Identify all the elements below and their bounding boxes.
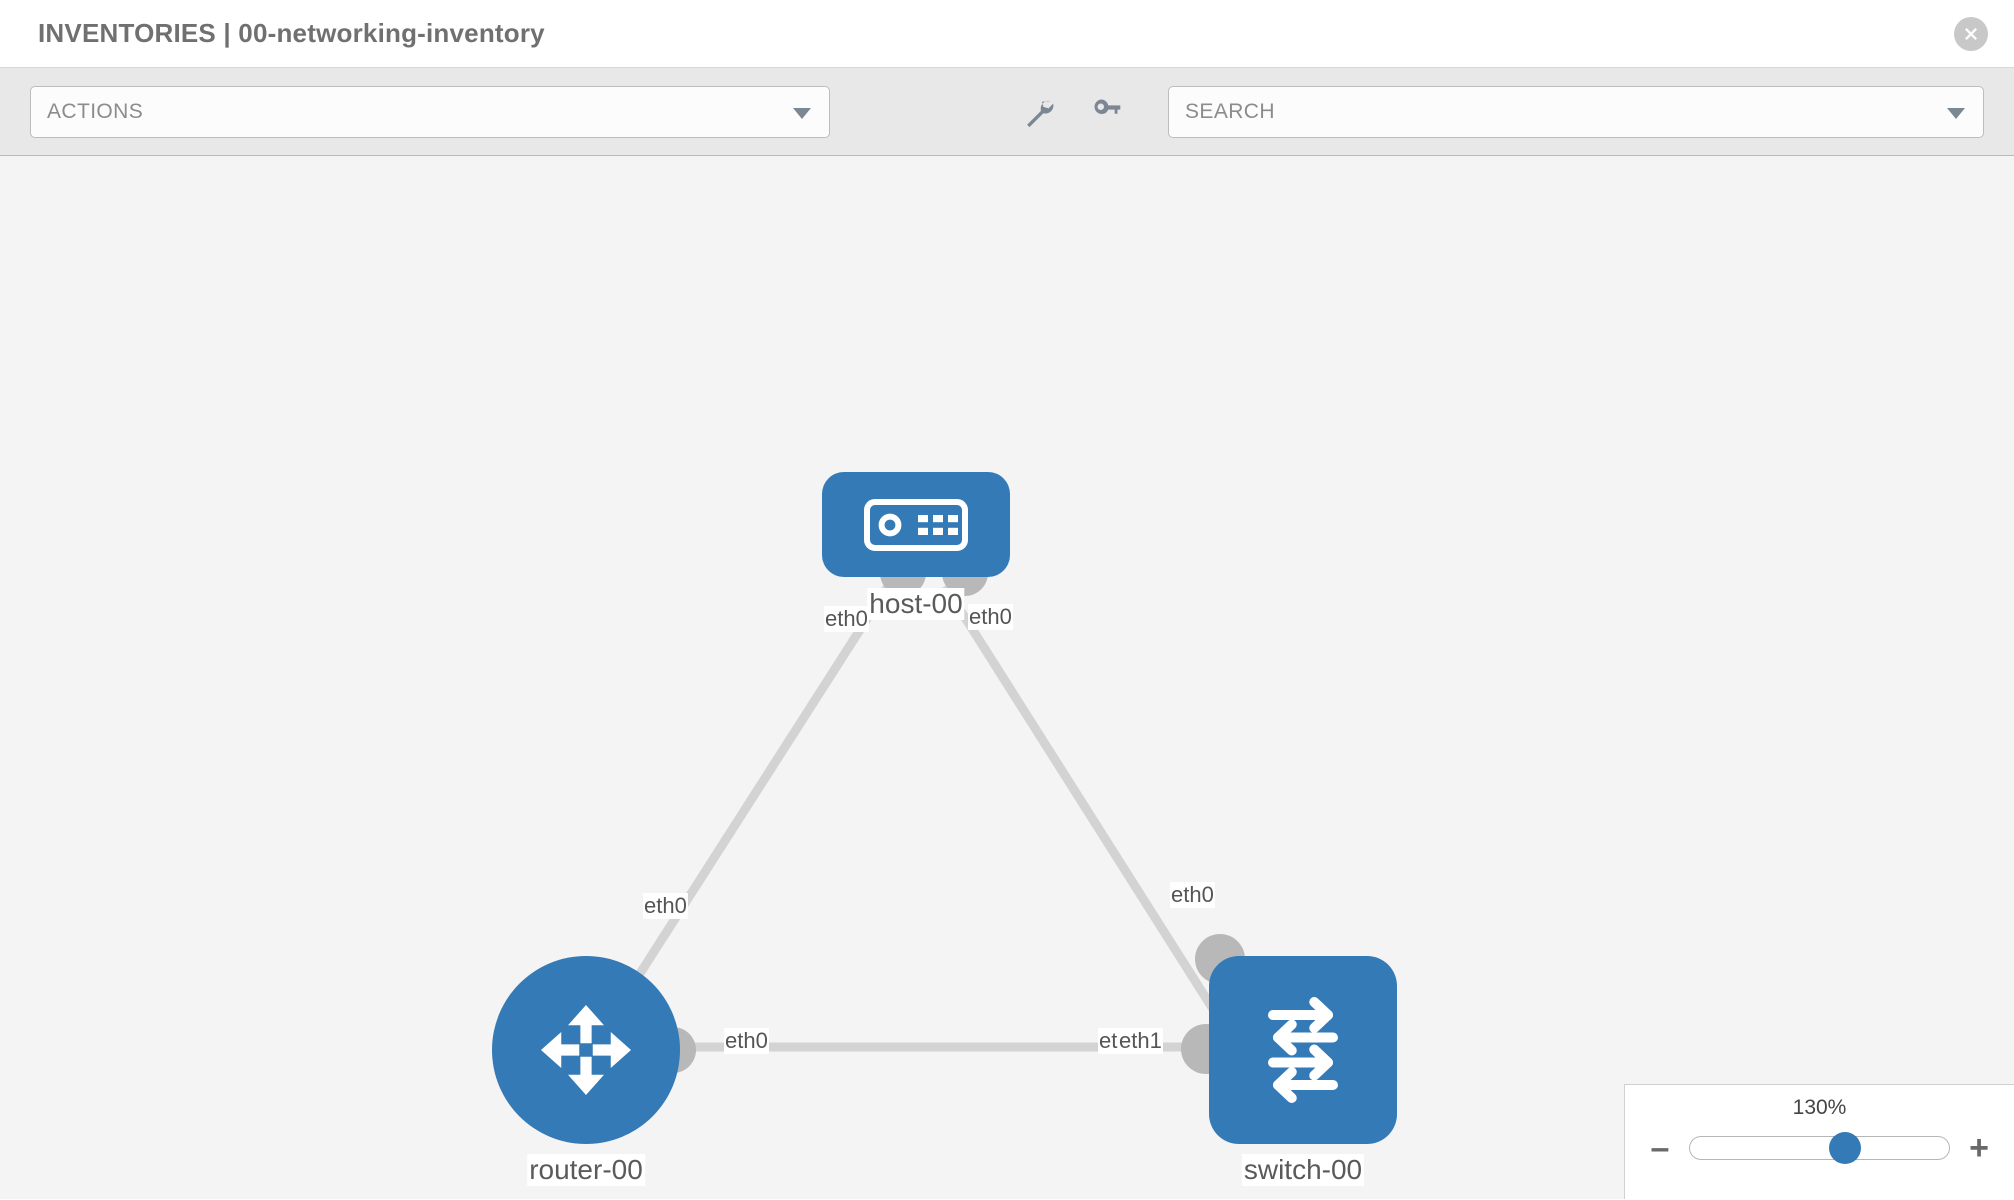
page-title: INVENTORIES | 00-networking-inventory	[38, 18, 545, 48]
toolbar-icons	[1022, 95, 1124, 129]
edge-label-eth1: eth1	[1118, 1028, 1163, 1054]
edge-label-eth0: eth0	[824, 606, 869, 632]
node-shape-host[interactable]	[822, 472, 1010, 577]
node-label-host-00: host-00	[867, 588, 965, 620]
edge-host-switch	[941, 583, 1234, 1039]
edge-label-eth0: eth0	[643, 893, 688, 919]
edge-label-eth0: eth0	[724, 1028, 769, 1054]
node-label-router-00: router-00	[527, 1154, 645, 1186]
server-icon	[864, 498, 968, 551]
zoom-in-button[interactable]: +	[1969, 1129, 1989, 1167]
node-router-00[interactable]: router-00	[492, 956, 696, 1186]
topology-canvas[interactable]: host-00 router-00	[0, 156, 2014, 1199]
chevron-down-icon	[793, 107, 811, 119]
node-label-switch-00: switch-00	[1241, 1154, 1365, 1186]
edge-label-eth0: eth0	[1170, 882, 1215, 908]
edge-label-eth0: eth0	[968, 604, 1013, 630]
node-switch-00[interactable]: switch-00	[1181, 934, 1397, 1186]
zoom-slider-thumb[interactable]	[1829, 1132, 1862, 1164]
toolbar: ACTIONS SEARCH	[0, 68, 2014, 156]
node-shape-switch[interactable]	[1209, 956, 1397, 1144]
topology-edges	[596, 583, 1234, 1052]
actions-dropdown-label: ACTIONS	[47, 99, 144, 123]
edge-host-router	[596, 583, 892, 1039]
switch-arrows-icon	[1268, 997, 1338, 1103]
key-icon[interactable]	[1090, 95, 1124, 129]
page-header: INVENTORIES | 00-networking-inventory	[0, 0, 2014, 68]
chevron-down-icon	[1947, 107, 1965, 119]
zoom-slider-row: – +	[1625, 1120, 2014, 1165]
close-button[interactable]	[1954, 16, 1988, 51]
search-input[interactable]: SEARCH	[1168, 85, 1984, 138]
search-placeholder: SEARCH	[1185, 99, 1275, 123]
router-arrows-icon	[541, 1005, 631, 1095]
close-icon	[1965, 27, 1977, 40]
zoom-slider-track[interactable]	[1689, 1132, 1950, 1164]
actions-dropdown[interactable]: ACTIONS	[30, 85, 830, 138]
zoom-level-value: 130%	[1792, 1096, 1847, 1119]
node-shape-router[interactable]	[492, 956, 680, 1144]
zoom-out-button[interactable]: –	[1650, 1129, 1670, 1167]
node-host-00[interactable]: host-00	[822, 472, 1010, 620]
wrench-icon[interactable]	[1022, 95, 1056, 129]
zoom-control-panel: 130% – +	[1624, 1084, 2014, 1199]
